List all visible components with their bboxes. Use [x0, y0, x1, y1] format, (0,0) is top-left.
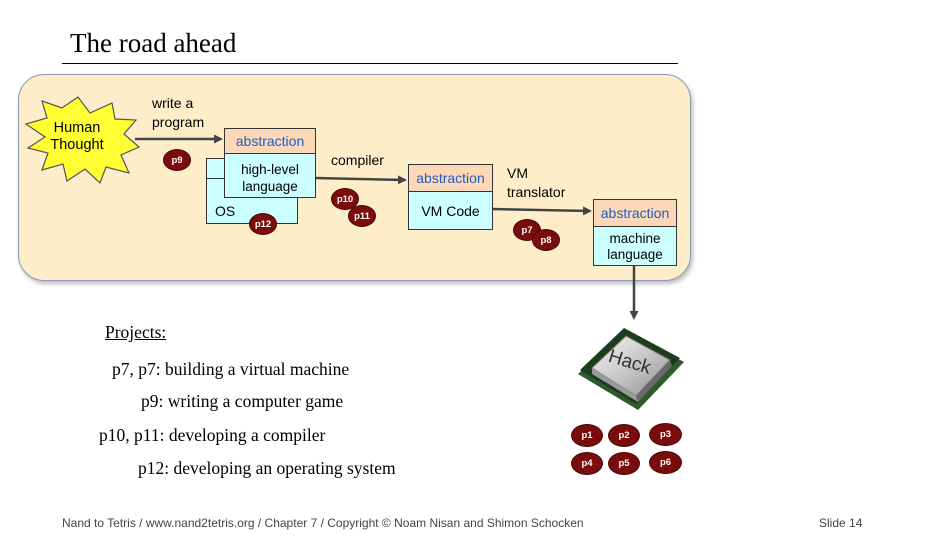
highlevel-line1: high-level — [241, 162, 299, 177]
hack-chip-image — [578, 328, 684, 410]
write-program-line1: write a — [152, 95, 194, 111]
slide-number: Slide 14 — [819, 516, 863, 530]
badge-p3: p3 — [649, 423, 682, 446]
human-thought-label: Human Thought — [42, 120, 112, 154]
badge-p9: p9 — [163, 149, 191, 171]
vm-translator-line1: VM — [507, 165, 528, 181]
abstraction-header-vm: abstraction — [408, 164, 493, 192]
os-label: OS — [215, 203, 236, 219]
write-program-line2: program — [152, 114, 205, 130]
abstraction-header-machine: abstraction — [593, 199, 677, 227]
projects-heading: Projects: — [105, 322, 167, 342]
arrow-vm-to-machine — [491, 206, 592, 216]
project-item-game: p9: writing a computer game — [141, 391, 344, 411]
human-thought-line1: Human — [53, 120, 101, 136]
badge-p12: p12 — [249, 213, 277, 235]
human-thought-burst — [24, 96, 141, 185]
badge-p2: p2 — [608, 424, 640, 447]
machine-line2: language — [607, 247, 663, 262]
human-thought-line2: Thought — [50, 137, 104, 153]
project-item-compiler: p10, p11: developing a compiler — [99, 425, 326, 445]
badge-p10: p10 — [331, 188, 359, 210]
vm-code-box: VM Code — [408, 191, 493, 230]
project-item-vm: p7, p7: building a virtual machine — [112, 359, 350, 379]
project-item-os: p12: developing an operating system — [138, 458, 396, 478]
highlevel-language-box: high-level language — [224, 153, 316, 198]
abstraction-header-highlevel: abstraction — [224, 128, 316, 154]
badge-p6: p6 — [649, 451, 682, 474]
arrow-highlevel-to-vm — [314, 175, 407, 185]
vm-translator-label: VM translator — [507, 164, 565, 202]
badge-p8: p8 — [532, 229, 560, 251]
slide-title: The road ahead — [70, 28, 237, 58]
badge-p5: p5 — [608, 452, 640, 475]
compiler-label: compiler — [331, 152, 384, 168]
machine-line1: machine — [609, 231, 661, 246]
machine-language-box: machine language — [593, 226, 677, 266]
footer-text: Nand to Tetris / www.nand2tetris.org / C… — [62, 516, 584, 530]
badge-p4: p4 — [571, 452, 603, 475]
diagram-panel — [18, 74, 691, 281]
vm-translator-line2: translator — [507, 184, 566, 200]
write-program-label: write a program — [152, 94, 204, 132]
title-underline — [62, 63, 678, 64]
highlevel-line2: language — [242, 179, 298, 194]
badge-p11: p11 — [348, 205, 376, 227]
os-box-tab — [207, 159, 225, 179]
badge-p1: p1 — [571, 424, 603, 447]
